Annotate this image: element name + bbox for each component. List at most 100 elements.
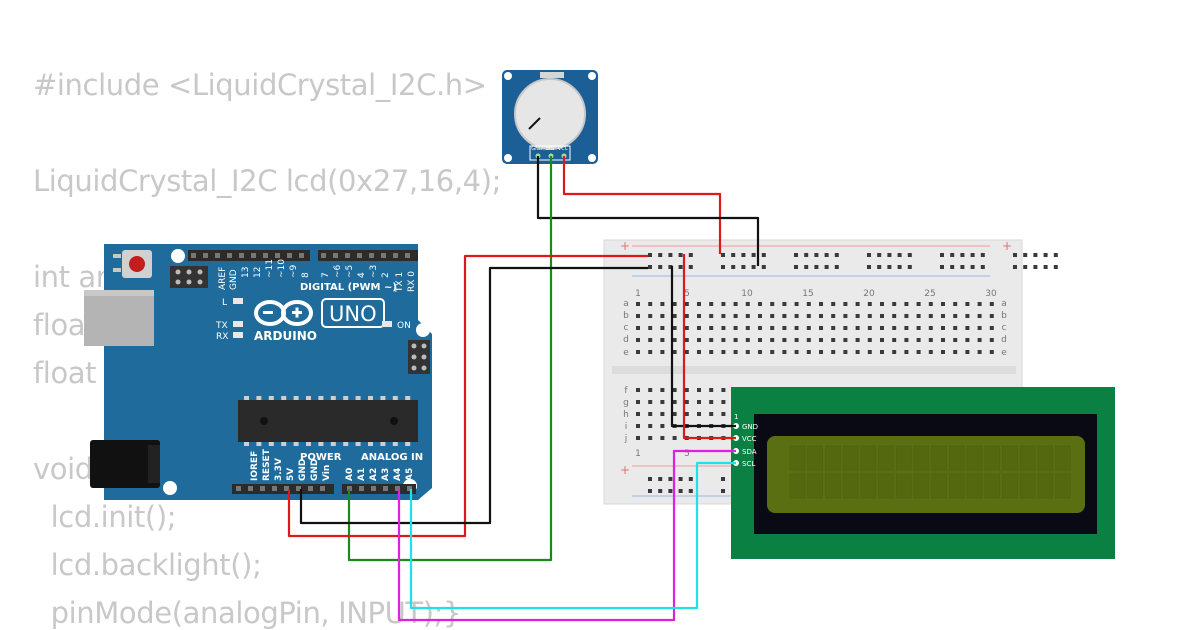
lcd-char-cell [842, 473, 859, 499]
wire-5v-to-rail[interactable] [287, 254, 648, 538]
breadboard-terminal-hole [794, 314, 799, 318]
lcd-char-cell [1037, 473, 1054, 499]
breadboard-rail-hole [678, 477, 683, 481]
label-vin: Vin [322, 465, 332, 481]
chip-leg [256, 396, 262, 400]
breadboard-rail-hole [751, 253, 756, 257]
breadboard-terminal-hole [892, 314, 897, 318]
breadboard-terminal-hole [648, 350, 653, 354]
wire-a5-to-lcd-scl[interactable] [409, 461, 736, 610]
breadboard-terminal-hole [989, 326, 994, 330]
breadboard-terminal-hole [941, 314, 945, 318]
breadboard-terminal-hole [855, 314, 860, 318]
code-line-lcd-constructor: LiquidCrystal_I2C lcd(0x27,16,4); [33, 164, 501, 198]
digital-header-pin [227, 253, 232, 258]
chip-leg [293, 442, 299, 446]
breadboard-terminal-hole [819, 314, 823, 318]
digital-header-pin [215, 253, 220, 258]
breadboard-terminal-hole [721, 326, 726, 330]
breadboard-terminal-hole [989, 314, 994, 318]
power-header[interactable] [232, 484, 334, 494]
breadboard-terminal-hole [648, 302, 653, 306]
chip-leg [281, 442, 287, 446]
breadboard-terminal-hole [843, 314, 848, 318]
lcd-char-cell [807, 445, 823, 471]
arduino-uno-board[interactable]: AREF GND 13 12 ~11 ~10 ~9 8 7 ~6 ~5 4 ~3… [84, 244, 432, 500]
breadboard-rail-hole [1033, 265, 1038, 269]
breadboard-terminal-hole [709, 338, 714, 342]
lcd-char-cell [1019, 445, 1036, 471]
breadboard-terminal-hole [941, 338, 945, 342]
led-l-label: L [222, 298, 227, 308]
breadboard-terminal-hole [989, 338, 994, 342]
breadboard-terminal-hole [697, 350, 701, 354]
wire-a4-to-lcd-sda[interactable] [397, 449, 736, 622]
wire-gnd-to-rail[interactable] [299, 266, 648, 525]
label-reset: RESET [262, 448, 272, 481]
digital-header-pin [345, 253, 350, 258]
breadboard-rail-hole [678, 253, 683, 257]
breadboard-terminal-hole [697, 412, 701, 416]
lcd-pin-gnd-label: GND [742, 423, 758, 431]
digital-header-pin [203, 253, 208, 258]
breadboard-terminal-hole [721, 314, 726, 318]
digital-header-right[interactable] [318, 250, 418, 261]
reset-button[interactable] [129, 256, 145, 272]
breadboard-rail-hole [940, 265, 944, 269]
lcd-i2c-module[interactable]: 1 GND VCC SDA SCL [731, 387, 1115, 559]
digital-header-left[interactable] [188, 250, 310, 261]
chip-leg [293, 396, 299, 400]
breadboard-terminal-hole [867, 314, 872, 318]
digital-header-pin [275, 253, 280, 258]
breadboard-terminal-hole [660, 436, 665, 440]
wire-pot-vcc-to-rail[interactable] [562, 156, 722, 254]
breadboard-terminal-hole [684, 302, 689, 306]
breadboard-terminal-hole [745, 314, 750, 318]
analog-header[interactable] [342, 484, 416, 494]
lcd-char-cell [1055, 445, 1071, 471]
digital-header-pin [381, 253, 386, 258]
breadboard-terminal-hole [672, 412, 677, 416]
breadboard-rail-hole [1013, 253, 1017, 257]
label-d4: 4 [357, 272, 367, 278]
breadboard-terminal-hole [782, 338, 787, 342]
dc-power-jack[interactable] [90, 440, 160, 488]
breadboard-row-letters: a b c d e a b c d e f g h i j [623, 299, 1007, 444]
potentiometer-knob[interactable] [514, 78, 586, 150]
wire-rail-to-lcd-gnd[interactable] [670, 266, 736, 428]
arduino-mount-hole-2 [416, 323, 430, 337]
breadboard-terminal-hole [684, 350, 689, 354]
lcd-char-cell [1055, 473, 1071, 499]
bb-bottom-num-1: 1 [635, 449, 641, 459]
potentiometer-module[interactable]: GND SIG VCC [502, 70, 598, 164]
breadboard-terminal-hole [831, 326, 836, 330]
digital-header-pin [251, 253, 256, 258]
breadboard-terminal-hole [697, 400, 701, 404]
breadboard-terminal-hole [831, 302, 836, 306]
bb-row-a: a [623, 299, 629, 309]
power-pin-labels: IOREF RESET 3.3V 5V GND GND Vin [250, 448, 332, 481]
chip-leg [355, 442, 361, 446]
bb-row-b-right: b [1001, 311, 1007, 321]
wire-pot-sig-to-a0[interactable] [347, 156, 553, 562]
wire-pot-gnd-to-rail[interactable] [536, 156, 760, 266]
breadboard-terminal-hole [989, 302, 994, 306]
breadboard-terminal-hole [819, 302, 823, 306]
breadboard-terminal-hole [684, 400, 689, 404]
breadboard-rail-hole [1043, 253, 1048, 257]
breadboard-terminal-hole [867, 326, 872, 330]
breadboard-terminal-hole [648, 412, 653, 416]
breadboard-terminal-hole [953, 302, 958, 306]
lcd-pin-sda-label: SDA [742, 448, 757, 456]
usb-connector[interactable] [84, 290, 154, 346]
breadboard-rail-hole [648, 265, 652, 269]
breadboard-terminal-hole [843, 326, 848, 330]
digital-header-pins [191, 253, 410, 258]
breadboard-terminal-hole [782, 326, 787, 330]
breadboard-rail-hole [658, 477, 663, 481]
breadboard-rail-hole [658, 489, 663, 493]
breadboard-terminal-hole [636, 302, 640, 306]
label-d9: ~9 [289, 264, 299, 278]
breadboard-terminal-hole [989, 350, 994, 354]
wire-rail-to-lcd-vcc[interactable] [682, 254, 736, 440]
